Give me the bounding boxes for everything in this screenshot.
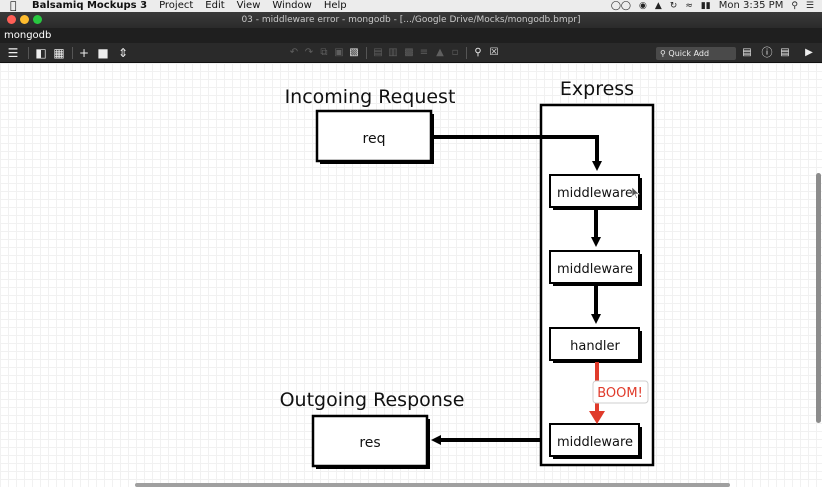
toolbar-separator [72, 47, 73, 59]
glasses-icon[interactable]: ◯◯ [610, 1, 631, 11]
system-menu-bar:  Balsamiq Mockups 3 Project Edit View W… [0, 0, 822, 12]
toolbar-separator [466, 47, 467, 59]
spotlight-icon[interactable]: ⚲ [791, 1, 798, 11]
time-machine-icon[interactable]: ↻ [669, 1, 678, 11]
sort-arrows-icon[interactable]: ⇕ [117, 46, 129, 60]
search-icon: ⚲ [660, 49, 669, 58]
close-window-button[interactable] [7, 15, 16, 24]
notes-icon[interactable]: ▤ [780, 47, 790, 58]
middleware-1-box[interactable] [549, 174, 640, 208]
group-icon[interactable]: ▤ [373, 47, 383, 58]
middleware-3-box[interactable] [549, 423, 640, 457]
horizontal-scrollbar[interactable] [135, 483, 730, 487]
zoom-window-button[interactable] [33, 15, 42, 24]
middleware-2-box[interactable] [549, 250, 640, 284]
copy-icon[interactable]: ⧉ [320, 47, 328, 58]
incoming-request-title: Incoming Request [285, 86, 456, 108]
project-name[interactable]: mongodb [4, 30, 52, 41]
ungroup-icon[interactable]: ▥ [388, 47, 398, 58]
add-icon[interactable]: + [78, 46, 90, 60]
drive-icon[interactable]: ▲ [654, 1, 662, 11]
properties-icon[interactable]: ▤ [742, 47, 752, 58]
wifi-icon[interactable]: ≈ [685, 1, 693, 11]
outgoing-response-title: Outgoing Response [280, 389, 465, 411]
toolbar-separator [28, 47, 29, 59]
toolbar-separator [366, 47, 367, 59]
menu-edit[interactable]: Edit [205, 0, 225, 11]
record-icon[interactable]: ◉ [638, 1, 647, 11]
fullscreen-icon[interactable]: ☒ [489, 47, 499, 58]
quick-add-input[interactable]: ⚲ Quick Add [656, 47, 736, 60]
middleware-2-label: middleware [557, 262, 633, 277]
error-arrow-head [589, 411, 605, 424]
lock-icon[interactable]: ▲ [436, 47, 444, 58]
redo-icon[interactable]: ↷ [304, 47, 314, 58]
middleware-1-label: middleware [557, 186, 633, 201]
status-tray: ◯◯ ◉ ▲ ↻ ≈ ▮▮ Mon 3:35 PM ⚲ ☰ [611, 0, 814, 12]
error-badge: BOOM! [597, 386, 643, 401]
toolbar: ☰ ◧ ▦ + ■ ⇕ ↶ ↷ ⧉ ▣ ▧ ▤ ▥ ▩ ≡ ▲ ▫ ⚲ ☒ ⚲ … [0, 43, 822, 63]
diagram: Incoming Request Express Outgoing Respon… [280, 78, 655, 469]
align-icon[interactable]: ≡ [419, 47, 429, 58]
minimize-window-button[interactable] [20, 15, 29, 24]
mouse-cursor-icon [631, 186, 640, 199]
arrange-icon[interactable]: ■ [97, 46, 109, 60]
handler-label: handler [570, 339, 620, 354]
grid-view-icon[interactable]: ▦ [53, 46, 65, 60]
menu-view[interactable]: View [236, 0, 261, 11]
bring-forward-icon[interactable]: ▩ [404, 47, 414, 58]
search-icon[interactable]: ⚲ [474, 47, 482, 58]
mockup-canvas[interactable]: Incoming Request Express Outgoing Respon… [0, 63, 822, 487]
trash-icon[interactable]: ▫ [451, 47, 459, 58]
express-title: Express [560, 78, 634, 100]
res-label: res [359, 435, 380, 451]
req-label: req [363, 131, 386, 147]
menu-project[interactable]: Project [159, 0, 194, 11]
clock[interactable]: Mon 3:35 PM [718, 0, 784, 11]
window-title: 03 - middleware error - mongodb - [.../G… [241, 15, 581, 25]
clipboard-icon[interactable]: ▧ [349, 47, 359, 58]
middleware-3-label: middleware [557, 435, 633, 450]
notification-center-icon[interactable]: ☰ [805, 1, 814, 11]
res-box[interactable] [311, 414, 429, 468]
project-bar: mongodb [0, 28, 822, 43]
menu-window[interactable]: Window [272, 0, 312, 11]
paste-icon[interactable]: ▣ [334, 47, 344, 58]
present-icon[interactable]: ▶ [805, 47, 813, 58]
panel-toggle-icon[interactable]: ◧ [35, 46, 47, 60]
battery-icon[interactable]: ▮▮ [700, 1, 711, 11]
apple-icon[interactable]:  [10, 0, 22, 12]
error-badge-box [592, 380, 649, 404]
handler-box[interactable] [549, 327, 640, 361]
quick-add-placeholder: Quick Add [668, 49, 710, 58]
menu-help[interactable]: Help [323, 0, 347, 11]
hamburger-menu-icon[interactable]: ☰ [7, 46, 19, 60]
info-icon[interactable]: ⓘ [761, 46, 773, 59]
menu-app-name[interactable]: Balsamiq Mockups 3 [32, 0, 148, 11]
window-title-bar: 03 - middleware error - mongodb - [.../G… [0, 12, 822, 28]
req-to-middleware-arrow [431, 135, 602, 171]
vertical-scrollbar[interactable] [816, 173, 821, 423]
undo-icon[interactable]: ↶ [289, 47, 299, 58]
